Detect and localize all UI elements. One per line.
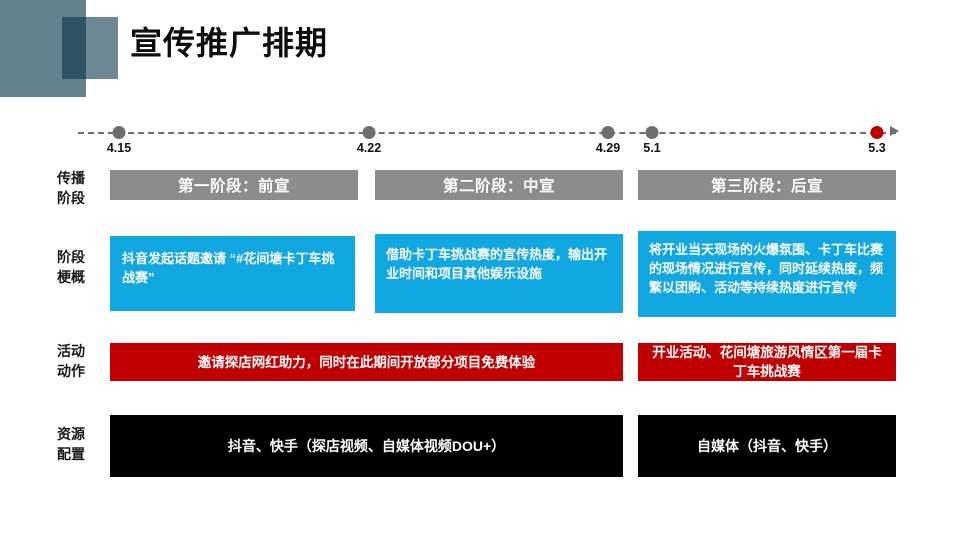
action-bar-2-text: 开业活动、花间塘旅游风情区第一届卡丁车挑战赛	[652, 345, 882, 379]
timeline-label-5: 5.3	[868, 141, 886, 155]
row-label-phase-line1: 传播	[57, 170, 85, 186]
phase-bar-3-label: 第三阶段：后宣	[710, 178, 823, 195]
resource-bar-1[interactable]: 抖音、快手（探店视频、自媒体视频DOU+）	[110, 415, 623, 477]
timeline-arrow-icon	[890, 126, 899, 136]
page-title: 宣传推广排期	[130, 25, 329, 61]
title-decoration-overlap	[62, 17, 86, 79]
timeline: 4.15 4.22 4.29 5.1 5.3	[0, 110, 960, 160]
timeline-node-5[interactable]	[870, 126, 884, 139]
row-label-action-line2: 动作	[57, 363, 85, 379]
resource-bar-1-text: 抖音、快手（探店视频、自媒体视频DOU+）	[227, 438, 506, 454]
timeline-node-3[interactable]	[601, 126, 615, 139]
timeline-node-4[interactable]	[645, 126, 659, 139]
row-label-resource-line1: 资源	[57, 426, 85, 442]
row-label-summary: 阶段 梗概	[36, 247, 106, 287]
phase-bar-1-label: 第一阶段：前宣	[177, 178, 290, 195]
summary-box-2[interactable]: 借助卡丁车挑战赛的宣传热度，输出开业时间和项目其他娱乐设施	[375, 234, 623, 313]
phase-bar-1[interactable]: 第一阶段：前宣	[110, 170, 358, 200]
resource-bar-2[interactable]: 自媒体（抖音、快手）	[638, 415, 896, 477]
timeline-label-4: 5.1	[643, 141, 661, 155]
phase-bar-2-label: 第二阶段：中宣	[442, 178, 555, 195]
action-bar-1[interactable]: 邀请探店网红助力，同时在此期间开放部分项目免费体验	[110, 343, 623, 381]
timeline-label-3: 4.29	[595, 141, 621, 155]
timeline-node-1[interactable]	[112, 126, 126, 139]
summary-box-2-text: 借助卡丁车挑战赛的宣传热度，输出开业时间和项目其他娱乐设施	[386, 247, 608, 281]
timeline-label-2: 4.22	[356, 141, 382, 155]
action-bar-2[interactable]: 开业活动、花间塘旅游风情区第一届卡丁车挑战赛	[638, 343, 896, 381]
row-label-resource: 资源 配置	[36, 424, 106, 464]
row-label-phase-line2: 阶段	[57, 190, 85, 206]
row-label-action: 活动 动作	[36, 341, 106, 381]
timeline-label-1: 4.15	[106, 141, 132, 155]
timeline-node-2[interactable]	[362, 126, 376, 139]
phase-bar-2[interactable]: 第二阶段：中宣	[375, 170, 623, 200]
row-label-resource-line2: 配置	[57, 446, 85, 462]
resource-bar-2-text: 自媒体（抖音、快手）	[697, 438, 837, 454]
phase-bar-3[interactable]: 第三阶段：后宣	[638, 170, 896, 200]
action-bar-1-text: 邀请探店网红助力，同时在此期间开放部分项目免费体验	[197, 354, 536, 370]
timeline-axis	[78, 132, 896, 134]
summary-box-3[interactable]: 将开业当天现场的火爆氛围、卡丁车比赛的现场情况进行宣传，同时延续热度，频繁以团购…	[638, 231, 896, 317]
summary-box-3-text: 将开业当天现场的火爆氛围、卡丁车比赛的现场情况进行宣传，同时延续热度，频繁以团购…	[649, 242, 884, 295]
row-label-action-line1: 活动	[57, 343, 85, 359]
row-label-summary-line1: 阶段	[57, 249, 85, 265]
summary-box-1[interactable]: 抖音发起话题邀请 “#花间塘卡丁车挑战赛”	[110, 236, 355, 311]
row-label-phase: 传播 阶段	[36, 168, 106, 208]
summary-box-1-text: 抖音发起话题邀请 “#花间塘卡丁车挑战赛”	[122, 251, 335, 285]
row-label-summary-line2: 梗概	[57, 269, 85, 285]
